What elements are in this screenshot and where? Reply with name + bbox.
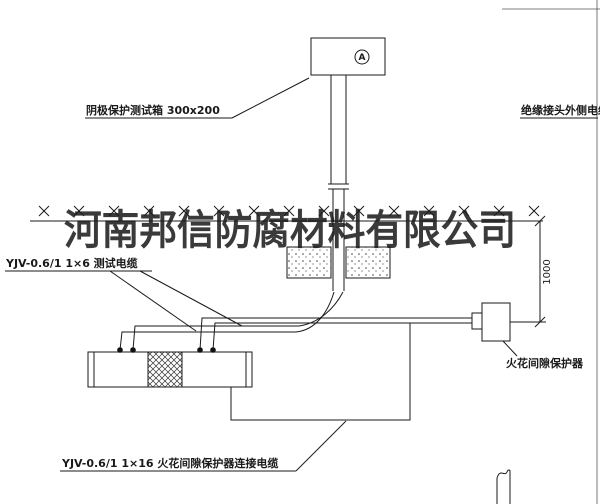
insulated-joint-cable-label: 绝缘接头外侧电缆 bbox=[521, 103, 600, 117]
pipeline bbox=[87, 347, 253, 388]
riser-conduit bbox=[328, 75, 349, 291]
ground-line bbox=[30, 205, 543, 222]
pipe-break-stub bbox=[496, 469, 511, 504]
test-cables bbox=[119, 291, 344, 351]
spark-gap-protector-label: 火花间隙保护器 bbox=[506, 356, 584, 370]
concrete-blocks bbox=[286, 246, 391, 279]
test-box bbox=[310, 37, 386, 76]
test-box-label: 阴极保护测试箱 300x200 bbox=[86, 103, 220, 117]
connection-cable-label: YJV-0.6/1 1×16 火花间隙保护器连接电缆 bbox=[61, 456, 278, 470]
dimension-value: 1000 bbox=[542, 259, 553, 284]
dimension-1000 bbox=[510, 215, 546, 328]
insulated-joint-wrap bbox=[147, 351, 183, 388]
ammeter-symbol: A bbox=[359, 53, 366, 63]
company-watermark: 河南邦信防腐材料有限公司 bbox=[64, 206, 516, 254]
leader-lines bbox=[5, 77, 598, 472]
protector-cables bbox=[199, 317, 472, 421]
cable-terminals bbox=[117, 347, 216, 353]
drawing-frame bbox=[502, 0, 600, 504]
spark-gap-protector bbox=[471, 302, 511, 342]
test-cable-label: YJV-0.6/1 1×6 测试电缆 bbox=[5, 256, 138, 270]
